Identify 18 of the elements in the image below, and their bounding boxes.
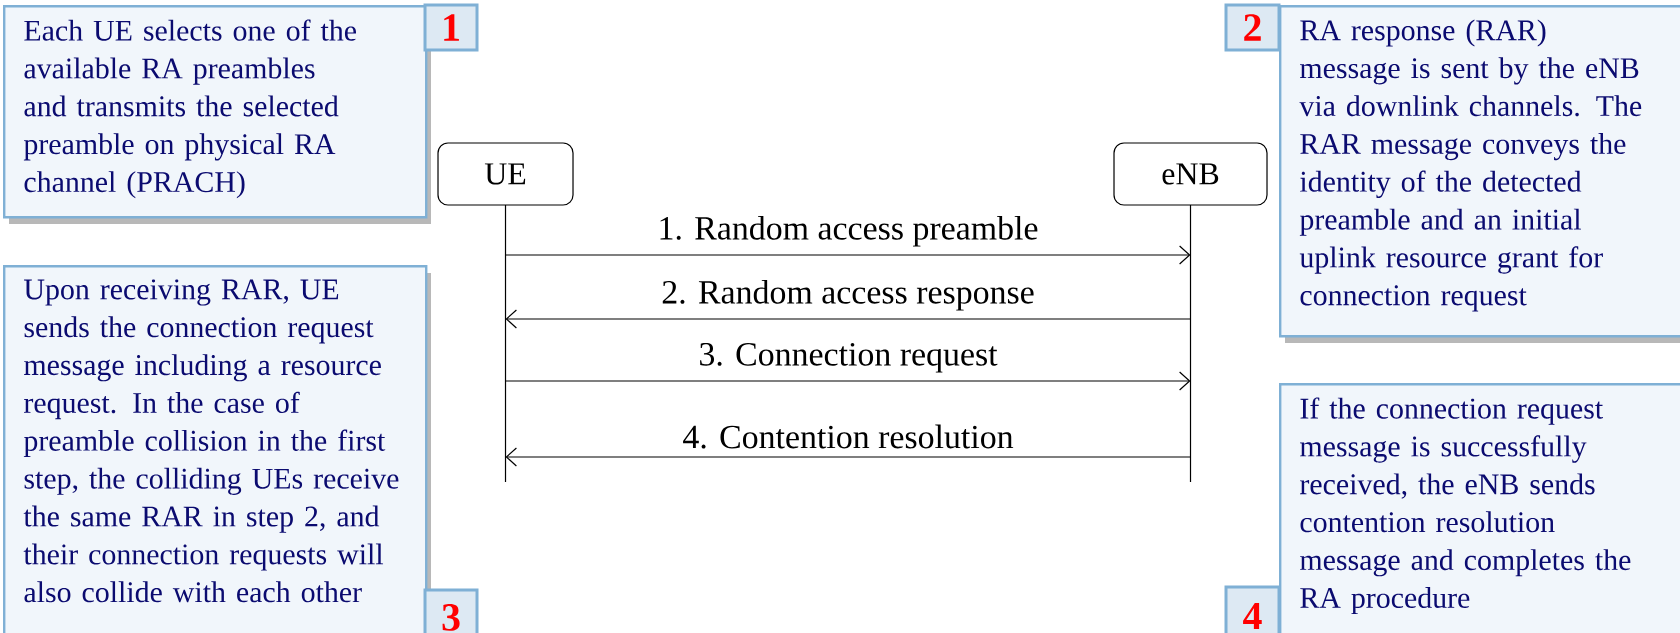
- edge-label: 2. Random access response: [662, 279, 1034, 311]
- message-arrow: [505, 447, 1192, 467]
- step-number-badge: 2: [1224, 3, 1281, 52]
- message-arrow: [505, 309, 1192, 329]
- callout-box: Upon receiving RAR, UE sends the connection request message including a resource request. In the case of preamble collision in the first step, the colliding UEs receive the same RAR in step 2, and their connection requests will also collide with each other: [3, 265, 428, 633]
- step-number-badge: 1: [423, 3, 479, 52]
- edge-label: 3. Connection request: [700, 342, 998, 373]
- participant-box: UE: [437, 142, 574, 206]
- message-arrow: [504, 371, 1191, 391]
- step-number-badge: 3: [423, 588, 479, 633]
- edge-label: 1. Random access preamble: [660, 215, 1038, 247]
- step-number-badge: 4: [1224, 585, 1281, 633]
- message-arrow: [504, 245, 1191, 265]
- callout-box: If the connection request message is successfully received, the eNB sends contention resolution message and completes the RA procedure: [1279, 383, 1680, 633]
- callout-box: RA response (RAR) message is sent by the eNB via downlink channels. The RAR message conveys the identity of the detected preamble and an initial uplink resource grant for connection request: [1279, 5, 1680, 338]
- edge-label: 4. Contention resolution: [683, 424, 1014, 449]
- callout-box: Each UE selects one of the available RA preambles and transmits the selected preamble on physical RA channel (PRACH): [3, 5, 428, 219]
- participant-box: eNB: [1113, 142, 1268, 206]
